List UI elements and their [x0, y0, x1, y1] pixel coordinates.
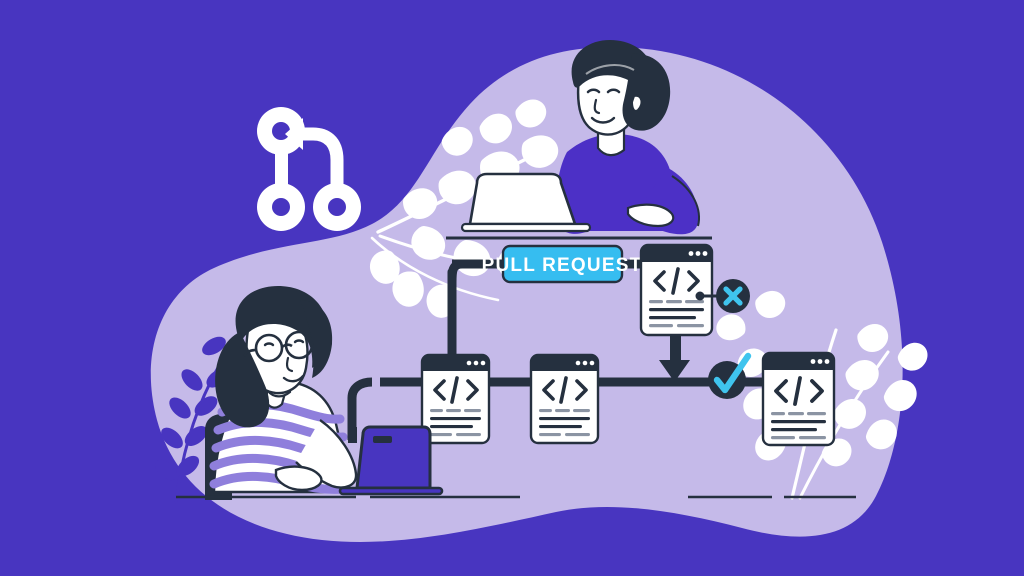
pull-request-badge-label: PULL REQUEST [482, 255, 643, 276]
laptop-bottom [338, 425, 444, 496]
approve-badge[interactable] [708, 352, 752, 399]
laptop-top [460, 172, 592, 233]
reject-badge[interactable] [716, 279, 750, 313]
code-card-rejected[interactable] [639, 243, 724, 367]
developer-bottom [205, 286, 358, 500]
code-card-commit-2[interactable] [529, 353, 600, 445]
code-card-commit-1[interactable] [420, 353, 491, 445]
developer-top [555, 40, 700, 235]
pull-request-badge[interactable]: PULL REQUEST [482, 244, 643, 284]
code-card-approved[interactable] [761, 351, 836, 447]
git-pull-request-icon [257, 107, 361, 231]
